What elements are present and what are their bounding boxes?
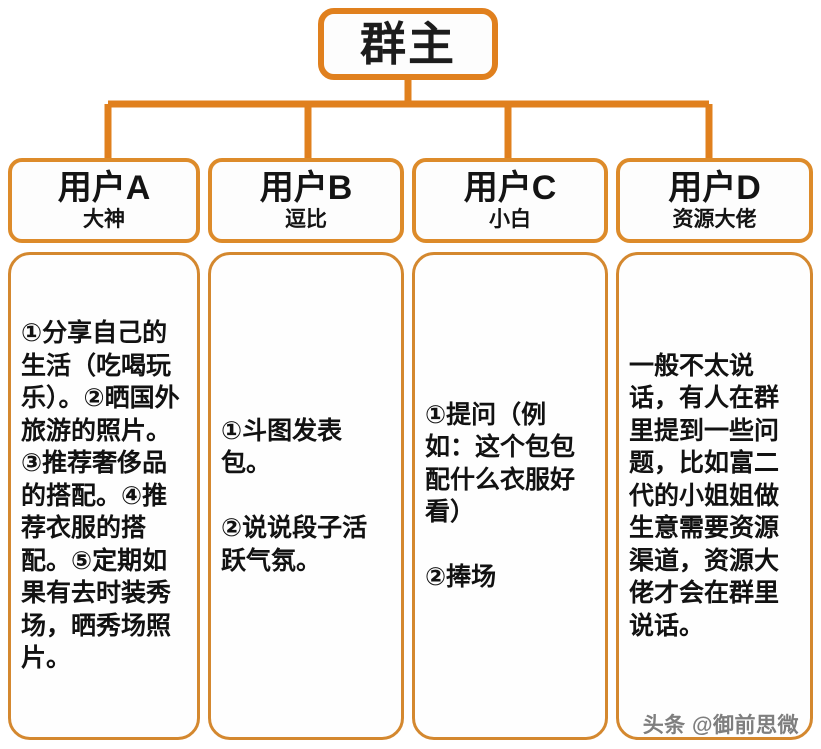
root-node: 群主 bbox=[318, 8, 498, 80]
header-box-user-a: 用户A 大神 bbox=[8, 158, 200, 243]
header-box-user-c: 用户C 小白 bbox=[412, 158, 608, 243]
header-subtitle-user-a: 大神 bbox=[83, 207, 125, 231]
header-title-user-a: 用户A bbox=[57, 169, 151, 208]
header-title-user-b: 用户B bbox=[259, 169, 353, 208]
content-box-user-a: ①分享自己的生活（吃喝玩乐）。②晒国外旅游的照片。③推荐奢侈品的搭配。④推荐衣服… bbox=[8, 252, 200, 740]
root-node-label: 群主 bbox=[360, 18, 456, 70]
header-title-user-d: 用户D bbox=[668, 169, 761, 208]
content-text-user-c: ①提问（例如：这个包包配什么衣服好看） ②捧场 bbox=[425, 400, 576, 592]
content-box-user-d: 一般不太说话，有人在群里提到一些问题，比如富二代的小姐姐做生意需要资源渠道，资源… bbox=[616, 252, 813, 740]
watermark: 头条 @御前思微 bbox=[642, 714, 799, 737]
header-title-user-c: 用户C bbox=[463, 169, 557, 208]
content-box-user-b: ①斗图发表包。 ②说说段子活跃气氛。 bbox=[208, 252, 404, 740]
content-text-user-d: 一般不太说话，有人在群里提到一些问题，比如富二代的小姐姐做生意需要资源渠道，资源… bbox=[629, 351, 780, 640]
header-subtitle-user-b: 逗比 bbox=[285, 207, 327, 231]
header-box-user-b: 用户B 逗比 bbox=[208, 158, 404, 243]
header-subtitle-user-c: 小白 bbox=[489, 207, 531, 231]
header-subtitle-user-d: 资源大佬 bbox=[672, 207, 757, 231]
content-text-user-a: ①分享自己的生活（吃喝玩乐）。②晒国外旅游的照片。③推荐奢侈品的搭配。④推荐衣服… bbox=[21, 319, 180, 673]
header-box-user-d: 用户D 资源大佬 bbox=[616, 158, 813, 243]
content-box-user-c: ①提问（例如：这个包包配什么衣服好看） ②捧场 bbox=[412, 252, 608, 740]
content-text-user-b: ①斗图发表包。 ②说说段子活跃气氛。 bbox=[221, 416, 368, 575]
